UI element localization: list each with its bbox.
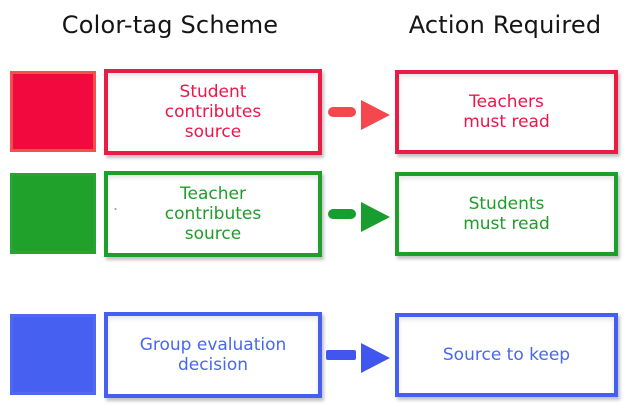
green-color-swatch xyxy=(10,173,96,254)
row-student-contributes: Student contributes source Teachers must… xyxy=(0,69,630,159)
tag-box-student-contributes: Student contributes source xyxy=(104,69,322,155)
red-color-swatch xyxy=(10,71,96,152)
column-heading-action-required: Action Required xyxy=(408,11,602,39)
action-label: Source to keep xyxy=(442,345,571,365)
arrow-right-icon xyxy=(361,343,390,373)
row-group-evaluation: Group evaluation decision Source to keep xyxy=(0,312,630,402)
arrow-right-icon xyxy=(361,100,390,130)
action-box-teachers-must-read: Teachers must read xyxy=(395,70,618,154)
action-label: Students must read xyxy=(463,194,550,234)
arrow-dash xyxy=(328,209,356,219)
action-label: Teachers must read xyxy=(463,92,550,132)
action-box-students-must-read: Students must read xyxy=(395,172,618,256)
action-box-source-to-keep: Source to keep xyxy=(395,313,618,397)
tag-box-teacher-contributes: Teacher contributes source xyxy=(104,171,322,257)
blue-color-swatch xyxy=(10,314,96,395)
tag-box-group-evaluation: Group evaluation decision xyxy=(104,312,322,398)
tag-label: Student contributes source xyxy=(164,82,262,142)
column-heading-color-tag-scheme: Color-tag Scheme xyxy=(61,11,279,39)
row-teacher-contributes: Teacher contributes source . Students mu… xyxy=(0,171,630,261)
arrow-dash xyxy=(328,107,356,117)
tag-label: Group evaluation decision xyxy=(139,335,287,375)
tag-label: Teacher contributes source xyxy=(164,184,262,244)
arrow-right-icon xyxy=(361,202,390,232)
arrow-dash xyxy=(326,350,356,360)
stray-dot-artifact: . xyxy=(113,195,119,214)
